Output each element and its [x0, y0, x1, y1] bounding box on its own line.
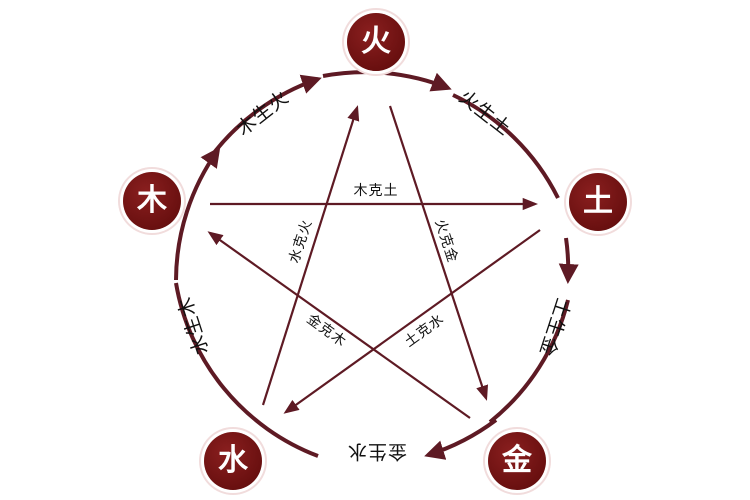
arc-fire-earth-lower [452, 93, 560, 199]
label-wood-earth: 木克土 [353, 183, 399, 199]
node-water: 水 [204, 432, 262, 490]
node-wood: 木 [123, 172, 181, 230]
arc-metal-water [424, 418, 498, 460]
node-metal: 金 [488, 432, 546, 490]
star-fire-metal [388, 105, 489, 401]
node-earth: 土 [569, 173, 627, 231]
node-fire: 火 [347, 13, 405, 71]
arc-fire-earth [322, 70, 452, 92]
star-water-fire [261, 105, 360, 406]
star-metal-wood [207, 231, 471, 419]
node-wood-label: 木 [137, 183, 167, 218]
arc-water-wood [174, 282, 319, 458]
arc-earth-metal [558, 237, 579, 284]
node-earth-label: 土 [583, 184, 613, 219]
star-earth-water [283, 229, 541, 414]
label-metal-water: 金生水 [346, 440, 408, 463]
node-water-label: 水 [218, 443, 248, 478]
arc-earth-metal-lower [488, 299, 570, 424]
node-fire-label: 火 [361, 24, 391, 59]
arc-wood-fire [208, 74, 322, 160]
arc-water-wood-upper [174, 146, 221, 281]
node-metal-label: 金 [502, 443, 532, 478]
